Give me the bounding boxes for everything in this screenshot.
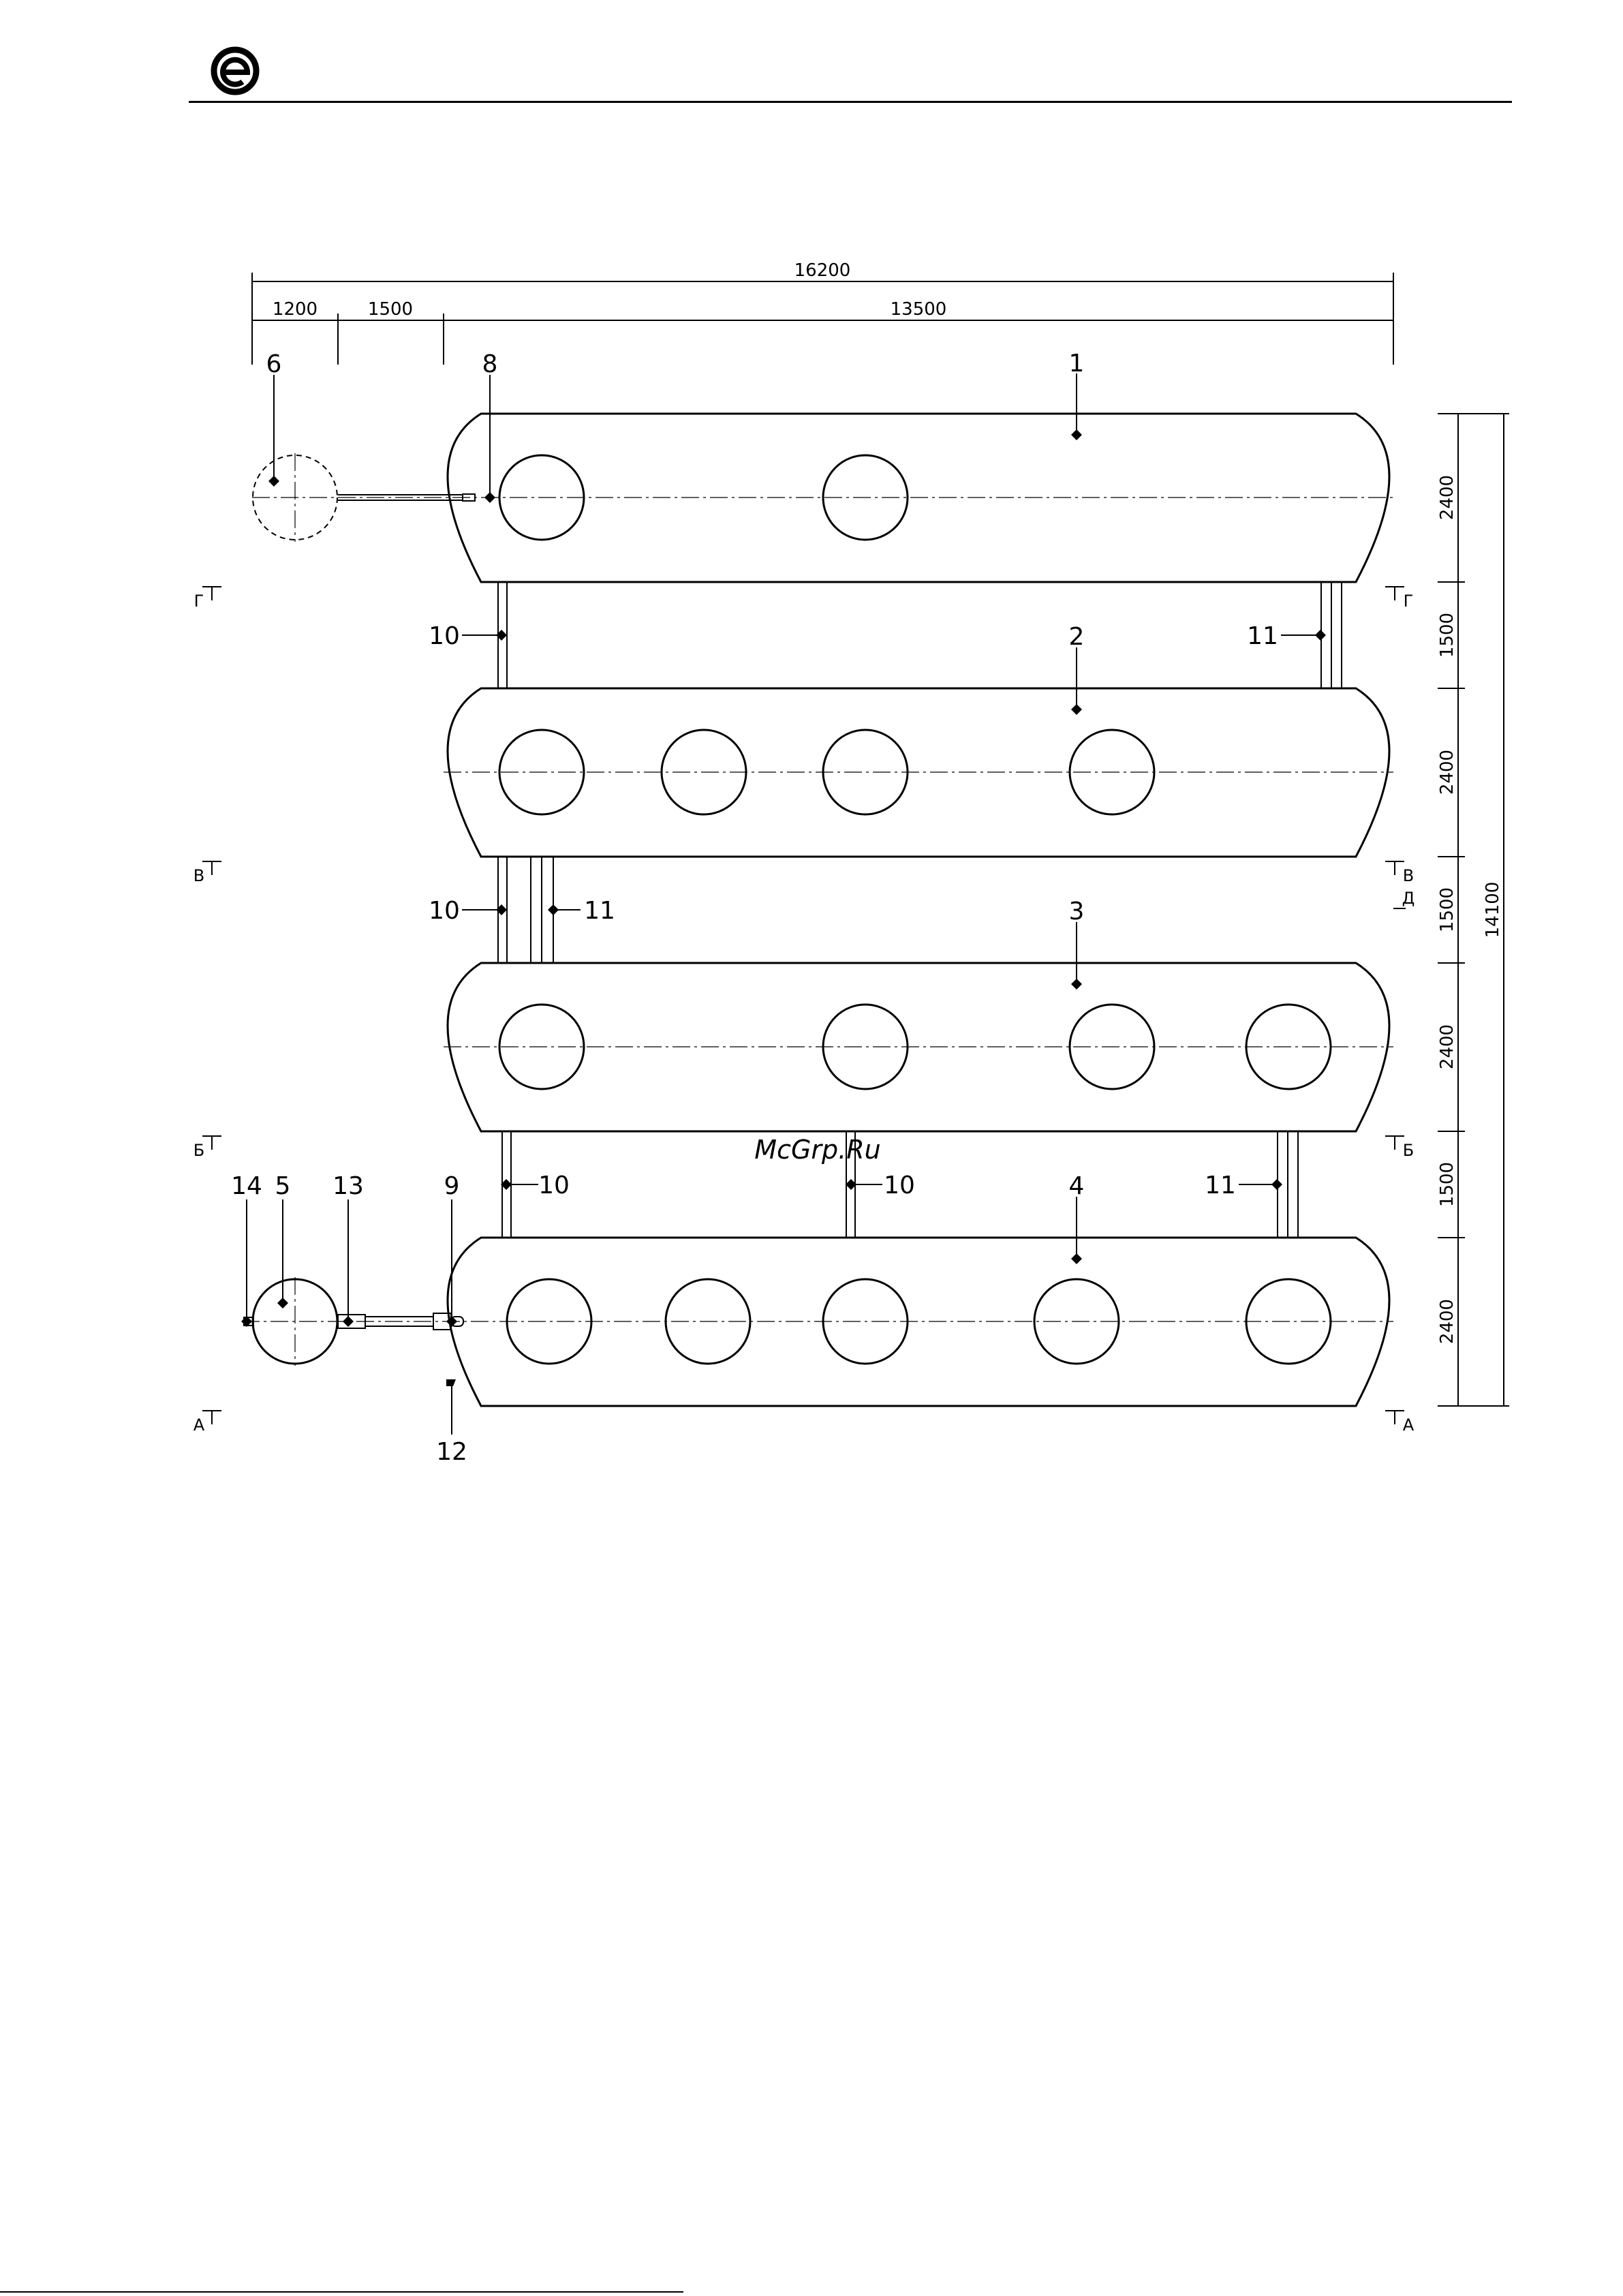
- tank-2: [444, 688, 1393, 857]
- section-v-right: В: [1403, 866, 1414, 885]
- tank-4: [242, 1238, 1393, 1406]
- item-12-marker: [446, 1379, 456, 1386]
- footer-rule: [0, 2291, 683, 2293]
- dim-gap-2: 1500: [1437, 887, 1457, 932]
- section-a-left: А: [194, 1415, 205, 1435]
- section-v-left: В: [194, 866, 204, 885]
- watermark-text: McGrp.Ru: [754, 1135, 880, 1165]
- callout-2: 2: [1069, 623, 1085, 651]
- callout-3: 3: [1069, 898, 1085, 925]
- item-5-well: [244, 1277, 463, 1386]
- callout-12: 12: [436, 1438, 467, 1466]
- callout-6: 6: [266, 350, 282, 378]
- callout-1: 1: [1069, 350, 1085, 378]
- callout-11-b: 11: [584, 897, 615, 925]
- callout-8: 8: [482, 350, 498, 378]
- callout-13: 13: [333, 1172, 364, 1200]
- dim-tank-4: 2400: [1437, 1299, 1457, 1344]
- dim-tank-2: 2400: [1437, 750, 1457, 795]
- callout-10-b: 10: [429, 897, 460, 925]
- callouts: 1 2 3 4 6 8 10 11 10 11 10 10 11 14 5 13: [231, 350, 1326, 1466]
- callout-5: 5: [275, 1172, 291, 1200]
- dim-1500: 1500: [368, 299, 413, 320]
- section-g-right: Г: [1404, 592, 1414, 611]
- dim-gap-3: 1500: [1437, 1162, 1457, 1207]
- section-d-right: Д: [1402, 889, 1415, 908]
- callout-10-c: 10: [538, 1172, 570, 1199]
- tank-1: [252, 414, 1393, 582]
- dim-gap-1: 1500: [1437, 613, 1457, 658]
- section-a-right: А: [1403, 1415, 1415, 1435]
- connecting-pipes: [498, 582, 1342, 1238]
- callout-11-a: 11: [1247, 622, 1278, 650]
- callout-4: 4: [1069, 1172, 1085, 1200]
- callout-10-d: 10: [884, 1172, 915, 1199]
- callout-9: 9: [444, 1172, 460, 1200]
- dim-14100: 14100: [1483, 882, 1503, 938]
- section-b-right: Б: [1403, 1141, 1414, 1160]
- callout-10-a: 10: [429, 622, 460, 650]
- dim-13500: 13500: [891, 299, 947, 320]
- section-g-left: Г: [194, 592, 204, 611]
- callout-11-c: 11: [1205, 1172, 1236, 1199]
- dim-1200: 1200: [273, 299, 318, 320]
- callout-14: 14: [231, 1172, 262, 1200]
- section-markers: Г Г В В Д Б Б А А: [194, 587, 1415, 1435]
- dim-tank-1: 2400: [1437, 475, 1457, 520]
- dim-tank-3: 2400: [1437, 1024, 1457, 1069]
- tank-3: [444, 963, 1393, 1131]
- dim-16200: 16200: [794, 260, 851, 281]
- horizontal-dimensions: 16200 1200 1500 13500: [252, 260, 1393, 365]
- vertical-dimensions: 2400 1500 2400 1500 2400 1500 2400 14100: [1437, 414, 1509, 1406]
- section-b-left: Б: [194, 1141, 204, 1160]
